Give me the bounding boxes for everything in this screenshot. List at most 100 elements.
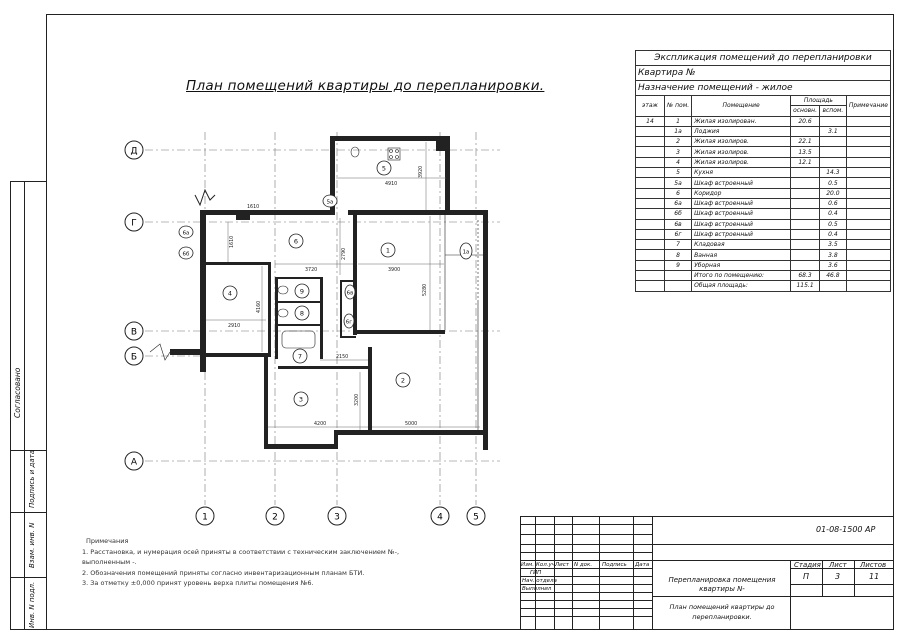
- note-1b: выполненным -.: [82, 558, 137, 566]
- explication-cell-num: 9: [663, 259, 693, 272]
- explication-cell-note: [845, 249, 892, 261]
- explication-cell-main: [790, 218, 821, 230]
- room-tag-5: 5: [382, 165, 386, 173]
- dimension-lines: [206, 142, 480, 430]
- explication-title: Экспликация помещений до перепланировки: [635, 50, 891, 66]
- explication-cell-room: Лоджия: [691, 125, 792, 138]
- axis-marker-2: [265, 506, 285, 526]
- explication-cell-floor: [635, 197, 665, 210]
- room-tag-6v: 6в: [347, 291, 354, 297]
- explication-row: Общая площадь:115.1: [635, 280, 892, 292]
- explication-cell-num: 1а: [663, 125, 693, 138]
- room-tag-4: 4: [228, 290, 232, 298]
- explication-cell-aux: [819, 146, 847, 158]
- explication-cell-floor: [635, 156, 665, 169]
- explication-cell-note: [845, 197, 892, 210]
- axis-marker-3: [327, 506, 347, 526]
- explication-cell-room: Коридор: [691, 187, 792, 199]
- explication-cell-num: 4: [663, 156, 693, 169]
- col-main: основн.: [790, 105, 821, 117]
- dim-3920: 3920: [418, 166, 424, 178]
- explication-cell-aux: 3.5: [819, 239, 847, 251]
- explication-cell-main: 22.1: [790, 136, 821, 148]
- sidebar-divider: [11, 577, 47, 578]
- approval-sidebar: Согласовано Взам. инв. N Подпись и дата …: [10, 181, 47, 630]
- dim-5000: 5000: [405, 421, 417, 427]
- explication-cell-aux: 20.0: [819, 187, 847, 199]
- explication-cell-floor: [635, 136, 665, 148]
- explication-cell-aux: 3.1: [819, 125, 847, 138]
- explication-cell-aux: 0.4: [819, 228, 847, 241]
- axis-marker-v: [124, 321, 144, 341]
- axis-label-4: 4: [437, 513, 443, 523]
- title-block: 01-08-1500 АР Изм. Кол.уч. Лист N док. П…: [520, 516, 894, 630]
- explication-cell-note: [845, 280, 892, 292]
- room-tag-9: 9: [300, 288, 304, 296]
- explication-cell-num: 6: [663, 187, 693, 199]
- explication-cell-note: [845, 187, 892, 199]
- dim-4200: 4200: [314, 421, 326, 427]
- explication-cell-note: [845, 115, 892, 127]
- explication-cell-room: Кладовая: [691, 239, 792, 251]
- explication-cell-floor: [635, 187, 665, 199]
- stamp-gip: ГИП: [530, 570, 542, 576]
- stamp-stage: П: [803, 572, 810, 581]
- explication-cell-note: [845, 125, 892, 138]
- dim-3900: 3900: [388, 267, 400, 273]
- explication-cell-floor: [635, 146, 665, 158]
- explication-cell-floor: [635, 249, 665, 261]
- explication-cell-room: Общая площадь:: [691, 280, 792, 292]
- plan-title: План помещений квартиры до перепланировк…: [186, 78, 545, 94]
- stamp-col-izm: Изм.: [521, 562, 534, 568]
- stamp-col-data: Дата: [635, 562, 650, 568]
- explication-cell-main: 12.1: [790, 156, 821, 169]
- explication-cell-num: 7: [663, 239, 693, 251]
- explication-cell-aux: 0.4: [819, 208, 847, 220]
- explication-cell-note: [845, 259, 892, 272]
- explication-cell-main: 115.1: [790, 280, 821, 292]
- stamp-col-ndok: N док.: [574, 562, 593, 568]
- explication-cell-floor: [635, 218, 665, 230]
- axis-marker-5: [466, 506, 486, 526]
- explication-cell-main: [790, 187, 821, 199]
- explication-cell-room: Жилая изолиров.: [691, 136, 792, 148]
- stamp-vypolnil: Выполнил: [522, 586, 552, 592]
- explication-cell-main: 68.3: [790, 270, 821, 282]
- explication-cell-floor: [635, 259, 665, 272]
- sidebar-divider: [11, 512, 47, 513]
- room-tag-labels: 1 1а 2 3 4 5 5а 6 6а 6б 6в 6г 7 8 9: [183, 165, 470, 404]
- explication-cell-aux: 0.5: [819, 177, 847, 189]
- explication-cell-main: [790, 259, 821, 272]
- axis-marker-g: [124, 212, 144, 232]
- dim-1610: 1610: [229, 236, 235, 248]
- axis-label-b: Б: [131, 353, 137, 363]
- explication-cell-room: Шкаф встроенный: [691, 197, 792, 210]
- explication-cell-room: Кухня: [691, 167, 792, 179]
- room-tags: [178, 160, 473, 407]
- explication-cell-aux: 3.8: [819, 249, 847, 261]
- explication-cell-floor: [635, 270, 665, 282]
- explication-cell-note: [845, 239, 892, 251]
- axis-label-g: Г: [131, 219, 137, 229]
- axis-marker-1: [195, 506, 215, 526]
- explication-cell-aux: [819, 115, 847, 127]
- col-room: Помещение: [691, 95, 792, 117]
- stamp-list: 3: [835, 572, 841, 581]
- explication-cell-floor: [635, 125, 665, 138]
- col-aux: вспом.: [819, 105, 847, 117]
- explication-apartment: Квартира №: [635, 65, 891, 81]
- explication-cell-note: [845, 228, 892, 241]
- explication-cell-aux: 46.8: [819, 270, 847, 282]
- explication-cell-aux: 3.6: [819, 259, 847, 272]
- explication-cell-room: Шкаф встроенный: [691, 218, 792, 230]
- explication-cell-aux: [819, 136, 847, 148]
- explication-cell-main: [790, 249, 821, 261]
- sidebar-divider: [24, 182, 25, 629]
